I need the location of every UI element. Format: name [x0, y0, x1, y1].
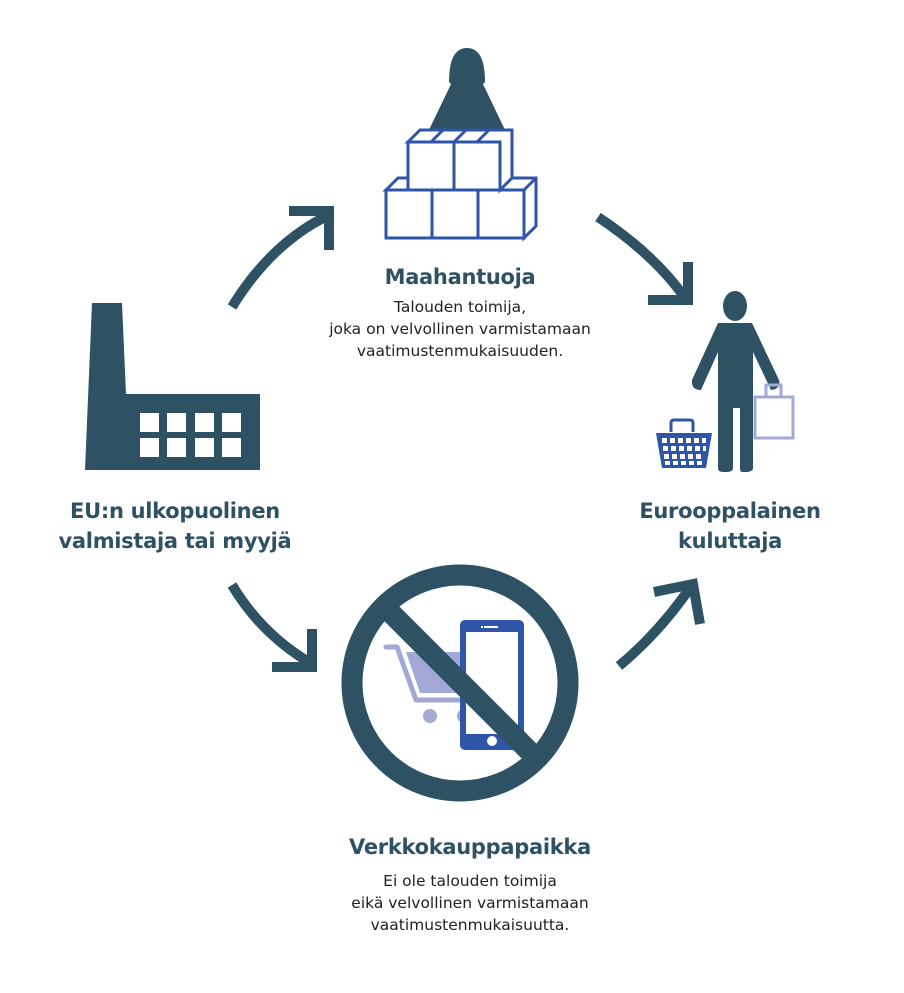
manufacturer-title-line: valmistaja tai myyjä: [58, 529, 292, 553]
importer-description-line: vaatimustenmukaisuuden.: [356, 342, 564, 360]
importer-label: Maahantuoja Talouden toimija, joka on ve…: [290, 262, 630, 362]
prohibition-sign-icon: [341, 564, 579, 802]
manufacturer-label: EU:n ulkopuolinen valmistaja tai myyjä: [30, 496, 320, 556]
importer-description: Talouden toimija, joka on velvollinen va…: [290, 296, 630, 362]
shopper-with-basket-icon: [656, 291, 795, 472]
importer-description-line: Talouden toimija,: [393, 298, 527, 316]
importer-with-boxes-icon: [382, 48, 538, 242]
importer-description-line: joka on velvollinen varmistamaan: [329, 320, 591, 338]
arrow-manufacturer-to-marketplace: [227, 582, 317, 672]
arrow-manufacturer-to-importer: [227, 206, 334, 310]
manufacturer-title-line: EU:n ulkopuolinen: [70, 499, 280, 523]
marketplace-description-line: eikä velvollinen varmistamaan: [351, 894, 589, 912]
shopping-bag-icon: [753, 383, 795, 440]
importer-title: Maahantuoja: [384, 265, 536, 289]
marketplace-description-line: Ei ole talouden toimija: [383, 872, 557, 890]
marketplace-description: Ei ole talouden toimija eikä velvollinen…: [290, 870, 650, 936]
arrow-importer-to-consumer: [595, 212, 693, 305]
arrow-marketplace-to-consumer: [615, 578, 705, 670]
marketplace-title: Verkkokauppapaikka: [349, 835, 591, 859]
marketplace-description-line: vaatimustenmukaisuutta.: [370, 916, 570, 934]
marketplace-label: Verkkokauppapaikka Ei ole talouden toimi…: [290, 832, 650, 936]
person-icon: [428, 48, 506, 132]
factory-icon: [85, 303, 260, 470]
shopping-basket-icon: [656, 418, 712, 468]
consumer-label: Eurooppalainen kuluttaja: [610, 496, 850, 556]
consumer-title-line: kuluttaja: [678, 529, 782, 553]
consumer-title-line: Eurooppalainen: [639, 499, 821, 523]
boxes-icon: [382, 128, 538, 242]
factory-windows: [140, 413, 241, 457]
shopper-person-icon: [691, 291, 780, 472]
no-online-shopping-icon: [341, 564, 579, 802]
